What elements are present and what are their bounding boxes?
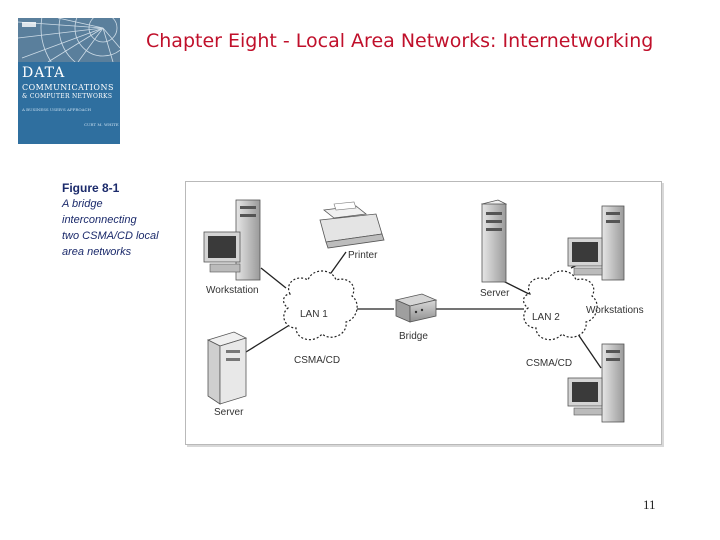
page-number: 11	[643, 497, 656, 512]
network-diagram: Workstation Printer Server Server LAN 1 …	[185, 181, 662, 445]
figure-caption-line: area networks	[62, 246, 132, 258]
book-cover-title: & COMPUTER NETWORKS	[22, 93, 113, 100]
label-bridge: Bridge	[399, 331, 428, 342]
label-server-left: Server	[214, 407, 244, 418]
lan2-cloud	[522, 270, 598, 341]
book-cover-art	[18, 18, 120, 144]
label-lan1: LAN 1	[300, 309, 328, 320]
label-workstation: Workstation	[206, 285, 259, 296]
server-icon	[480, 199, 508, 283]
label-lan2-protocol: CSMA/CD	[526, 358, 572, 369]
label-server-top: Server	[480, 288, 510, 299]
book-cover-image: DATA COMMUNICATIONS & COMPUTER NETWORKS …	[18, 18, 120, 144]
label-lan2: LAN 2	[532, 312, 560, 323]
lan1-cloud	[282, 270, 358, 341]
figure-caption: Figure 8-1 A bridge interconnecting two …	[62, 180, 172, 260]
link-workstation-lan1	[260, 267, 287, 289]
slide-title: Chapter Eight - Local Area Networks: Int…	[146, 30, 654, 52]
link-server-lan1	[245, 325, 289, 353]
figure-number: Figure 8-1	[62, 181, 120, 195]
workstation-icon	[567, 205, 625, 281]
label-workstations: Workstations	[586, 305, 644, 316]
figure-caption-line: A bridge	[62, 198, 103, 210]
book-cover-subtitle: A BUSINESS USER'S APPROACH	[22, 107, 92, 112]
printer-icon	[319, 201, 385, 249]
bridge-icon	[394, 293, 438, 323]
book-cover-title: COMMUNICATIONS	[22, 83, 114, 92]
figure-caption-line: two CSMA/CD local	[62, 230, 159, 242]
server-icon	[206, 331, 248, 405]
book-cover-author: CURT M. WHITE	[84, 122, 119, 127]
label-printer: Printer	[348, 250, 378, 261]
workstation-icon	[567, 343, 625, 423]
book-cover-title: DATA	[22, 65, 66, 81]
figure-caption-line: interconnecting	[62, 214, 137, 226]
workstation-icon	[203, 199, 261, 281]
network-diagram-canvas: Workstation Printer Server Server LAN 1 …	[203, 199, 644, 423]
label-lan1-protocol: CSMA/CD	[294, 355, 340, 366]
